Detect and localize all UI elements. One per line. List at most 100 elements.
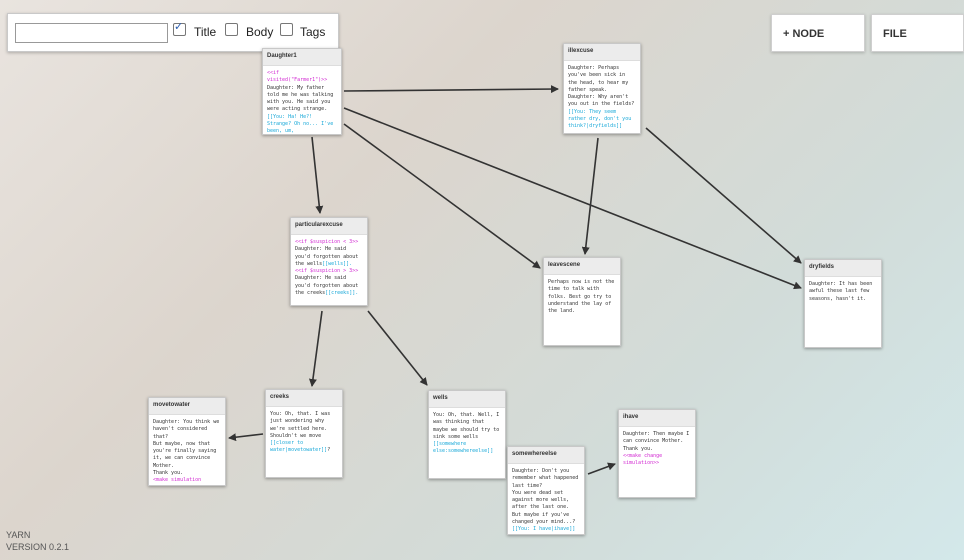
link-text: [[somewhere else:somewhereelse]]: [433, 441, 494, 455]
dialogue-text: Daughter: Then maybe I can convince Moth…: [623, 431, 693, 452]
app-version: VERSION 0.2.1: [6, 542, 70, 552]
dialogue-text: Perhaps now is not the time to talk with…: [548, 279, 618, 314]
node-body: Perhaps now is not the time to talk with…: [544, 275, 620, 319]
link-text: [[closer to water|movetowater]]: [270, 440, 328, 454]
node-body: Daughter: You think we haven't considere…: [149, 415, 225, 485]
command-text: <<if visited("Farmer1")>>: [267, 70, 328, 84]
node-title: Daughter1: [263, 49, 341, 66]
dialogue-text: Daughter: My father told me he was talki…: [267, 84, 337, 113]
node-body-line: But maybe, now that you're finally sayin…: [153, 441, 221, 470]
tags-filter-checkbox[interactable]: [280, 23, 293, 36]
node-particularexcuse[interactable]: particularexcuse <<if $suspicion < 3>>Da…: [290, 217, 368, 306]
dialogue-text: Thank you.: [153, 469, 184, 476]
node-body-line: Thank you.: [153, 470, 221, 477]
node-body: Daughter: Then maybe I can convince Moth…: [619, 427, 695, 471]
node-body-line: You: Oh, that. I was just wondering why …: [270, 411, 338, 455]
dialogue-text: Daughter: Don't you remember what happen…: [512, 468, 582, 489]
node-title: movetowater: [149, 398, 225, 415]
node-creeks[interactable]: creeks You: Oh, that. I was just wonderi…: [265, 389, 343, 478]
dialogue-text: You were dead set against more wells, af…: [512, 489, 573, 511]
node-title: leavescene: [544, 258, 620, 275]
node-body: You: Oh, that. Well, I was thinking that…: [429, 408, 505, 460]
link-text: [[You: Ha! He?! Strange? Oh no... I've b…: [267, 113, 337, 135]
link-text: [[You: They seem rather dry, don't you t…: [568, 108, 635, 130]
link-text: [[wells]].: [322, 260, 353, 267]
dialogue-text: But maybe if you've changed your mind...…: [512, 511, 576, 525]
command-text: <<if $suspicion > 3>>: [295, 268, 359, 274]
node-body: Daughter: It has been awful these last f…: [805, 277, 881, 307]
edge-daughter1-illexcuse: [343, 85, 559, 94]
node-title: somewhereelse: [508, 447, 584, 464]
node-dryfields[interactable]: dryfields Daughter: It has been awful th…: [804, 259, 882, 348]
node-title: ihave: [619, 410, 695, 427]
node-body-line: Daughter: It has been awful these last f…: [809, 281, 877, 303]
node-body: <<if $suspicion < 3>>Daughter: He said y…: [291, 235, 367, 301]
edge-daughter1-particularexcuse: [311, 136, 324, 214]
node-body-line: Daughter: Why aren't you out in the fiel…: [568, 94, 636, 109]
command-text: <make simulation: [153, 477, 202, 483]
node-body-line: You: Oh, that. Well, I was thinking that…: [433, 412, 501, 456]
command-text: <<if $suspicion < 3>>: [295, 239, 359, 245]
node-body-line: [[You: Ha! He?! Strange? Oh no... I've b…: [267, 113, 337, 135]
title-filter-checkbox[interactable]: [173, 20, 186, 36]
add-node-button[interactable]: + NODE: [771, 14, 865, 52]
title-filter-label: Title: [194, 25, 217, 39]
file-button[interactable]: FILE: [871, 14, 964, 52]
node-body-line: Daughter: You think we haven't considere…: [153, 419, 221, 441]
node-body-line: <<if $suspicion < 3>>: [295, 239, 363, 246]
node-body-line: [[You: They seem rather dry, don't you t…: [568, 109, 636, 131]
dialogue-text: But maybe, now that you're finally sayin…: [153, 440, 220, 469]
node-ihave[interactable]: ihave Daughter: Then maybe I can convinc…: [618, 409, 696, 498]
app-name: YARN: [6, 530, 31, 540]
node-wells[interactable]: wells You: Oh, that. Well, I was thinkin…: [428, 390, 506, 479]
node-body-line: <<make change simulation>>: [623, 453, 691, 468]
dialogue-text: You: Oh, that. I was just wondering why …: [270, 411, 334, 439]
tags-filter-label: Tags: [300, 25, 326, 39]
dialogue-text: Daughter: He said you'd forgotten about …: [295, 246, 362, 267]
dialogue-text: Daughter: Perhaps you've been sick in th…: [568, 65, 632, 93]
dialogue-text: Daughter: It has been awful these last f…: [809, 281, 876, 302]
dialogue-text: You: Oh, that. Well, I was thinking that…: [433, 412, 503, 440]
node-body-line: <<if $suspicion > 3>>: [295, 268, 363, 275]
node-movetowater[interactable]: movetowater Daughter: You think we haven…: [148, 397, 226, 486]
node-somewhereelse[interactable]: somewhereelse Daughter: Don't you rememb…: [507, 446, 585, 535]
body-filter-label: Body: [246, 25, 274, 39]
node-body-line: Daughter: Then maybe I can convince Moth…: [623, 431, 691, 453]
link-text: [[creeks]].: [325, 289, 359, 296]
node-body-line: Daughter: He said you'd forgotten about …: [295, 275, 363, 297]
node-body-line: Perhaps now is not the time to talk with…: [548, 279, 616, 315]
node-body: Daughter: Perhaps you've been sick in th…: [564, 61, 640, 133]
node-title: wells: [429, 391, 505, 408]
node-body: Daughter: Don't you remember what happen…: [508, 464, 584, 534]
edge-particularexcuse-creeks: [308, 310, 323, 387]
node-body-line: <<if visited("Farmer1")>>: [267, 70, 337, 85]
search-panel: Title Body Tags: [7, 13, 339, 52]
command-text: <<make change simulation>>: [623, 452, 666, 466]
dialogue-text: Daughter: You think we haven't considere…: [153, 419, 223, 440]
node-body-line: Daughter: Don't you remember what happen…: [512, 468, 580, 490]
node-illexcuse[interactable]: illexcuse Daughter: Perhaps you've been …: [563, 43, 641, 134]
node-body-line: Daughter: My father told me he was talki…: [267, 85, 337, 114]
dialogue-text: Daughter: Why aren't you out in the fiel…: [568, 94, 635, 108]
edge-daughter1-dryfields: [343, 107, 802, 290]
dialogue-text: Daughter: He said you'd forgotten about …: [295, 275, 362, 296]
link-text: [[You: I have|ihave]]: [512, 526, 576, 532]
node-body: <<if visited("Farmer1")>>Daughter: My fa…: [263, 66, 341, 135]
node-daughter1[interactable]: Daughter1 <<if visited("Farmer1")>>Daugh…: [262, 48, 342, 135]
node-body-line: [[You: I have|ihave]]: [512, 526, 580, 533]
edge-illexcuse-leavescene: [581, 137, 599, 255]
dialogue-text: ?: [327, 447, 331, 454]
search-input[interactable]: [15, 23, 168, 43]
edge-particularexcuse-wells: [367, 310, 428, 386]
link-text: |dryfields]]: [586, 123, 623, 129]
node-body-line: <make simulation: [153, 477, 221, 484]
node-body: You: Oh, that. I was just wondering why …: [266, 407, 342, 459]
node-title: particularexcuse: [291, 218, 367, 235]
node-body-line: But maybe if you've changed your mind...…: [512, 512, 580, 527]
edge-illexcuse-dryfields: [645, 127, 802, 264]
body-filter-checkbox[interactable]: [225, 23, 238, 36]
node-leavescene[interactable]: leavescene Perhaps now is not the time t…: [543, 257, 621, 346]
node-body-line: Daughter: He said you'd forgotten about …: [295, 246, 363, 268]
node-title: creeks: [266, 390, 342, 407]
